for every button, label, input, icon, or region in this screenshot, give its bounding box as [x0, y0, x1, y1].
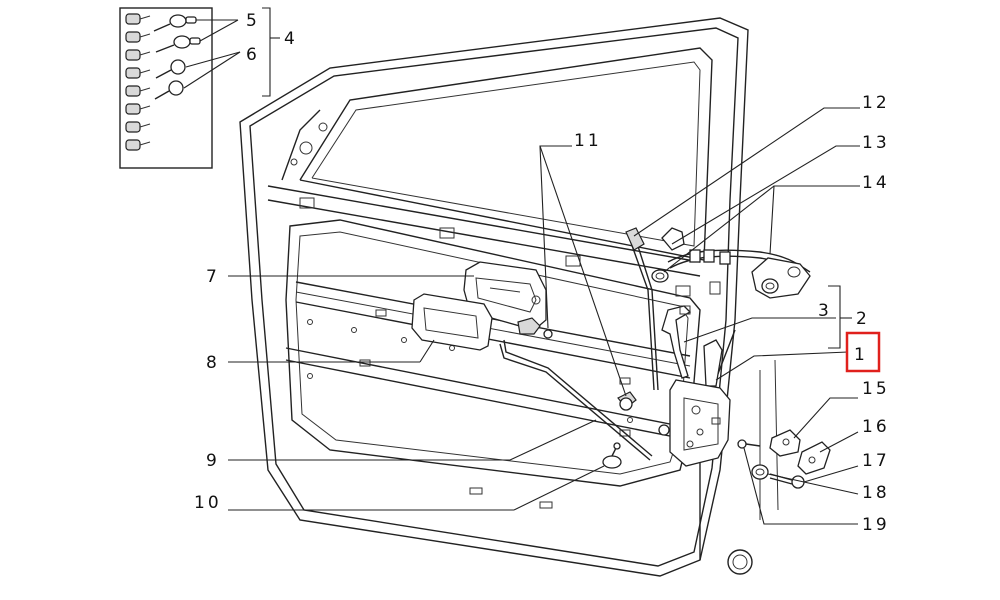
callout-13: 13 — [862, 133, 890, 153]
callout-5: 5 — [246, 11, 260, 31]
callout-16: 16 — [862, 417, 890, 437]
key-6-icon — [154, 59, 186, 100]
door-lock-1 — [658, 339, 731, 467]
bracket-4 — [262, 7, 280, 97]
handle-escutcheon-8 — [411, 293, 493, 351]
shim-16 — [797, 441, 831, 475]
leaders-5-6 — [183, 19, 241, 89]
callout-1: 1 — [854, 345, 868, 365]
key-5-icon — [153, 14, 201, 53]
lock-rod-3 — [661, 305, 692, 379]
callout-11: 11 — [574, 131, 602, 151]
callout-3: 3 — [818, 301, 832, 321]
rod-12 — [625, 227, 659, 391]
callout-2: 2 — [856, 309, 870, 329]
washer-18 — [751, 464, 769, 480]
bolt-19 — [737, 439, 761, 449]
lock-knob-10 — [602, 442, 622, 469]
callout-18: 18 — [862, 483, 890, 503]
callout-12: 12 — [862, 93, 890, 113]
keys-inset-box — [119, 7, 280, 169]
callout-15: 15 — [862, 379, 890, 399]
rod-clips-11 — [617, 391, 637, 411]
wiring-harness-14 — [667, 249, 811, 299]
callout-10: 10 — [194, 493, 222, 513]
grommet-13 — [651, 227, 685, 283]
callout-17: 17 — [862, 451, 890, 471]
leader-lines — [228, 107, 860, 525]
rod-clip — [517, 317, 553, 339]
callout-14: 14 — [862, 173, 890, 193]
striker-plate-15 — [769, 429, 801, 457]
callout-8: 8 — [206, 353, 220, 373]
lock-cylinder-column — [125, 13, 151, 151]
callout-labels: 5 6 4 7 8 9 10 11 12 13 14 3 2 1 15 16 1… — [194, 11, 890, 535]
callout-7: 7 — [206, 267, 220, 287]
callout-6: 6 — [246, 45, 260, 65]
callout-4: 4 — [284, 29, 298, 49]
callout-19: 19 — [862, 515, 890, 535]
highlight-box-1 — [845, 331, 881, 373]
inner-rod-9 — [499, 339, 653, 461]
callout-9: 9 — [206, 451, 220, 471]
